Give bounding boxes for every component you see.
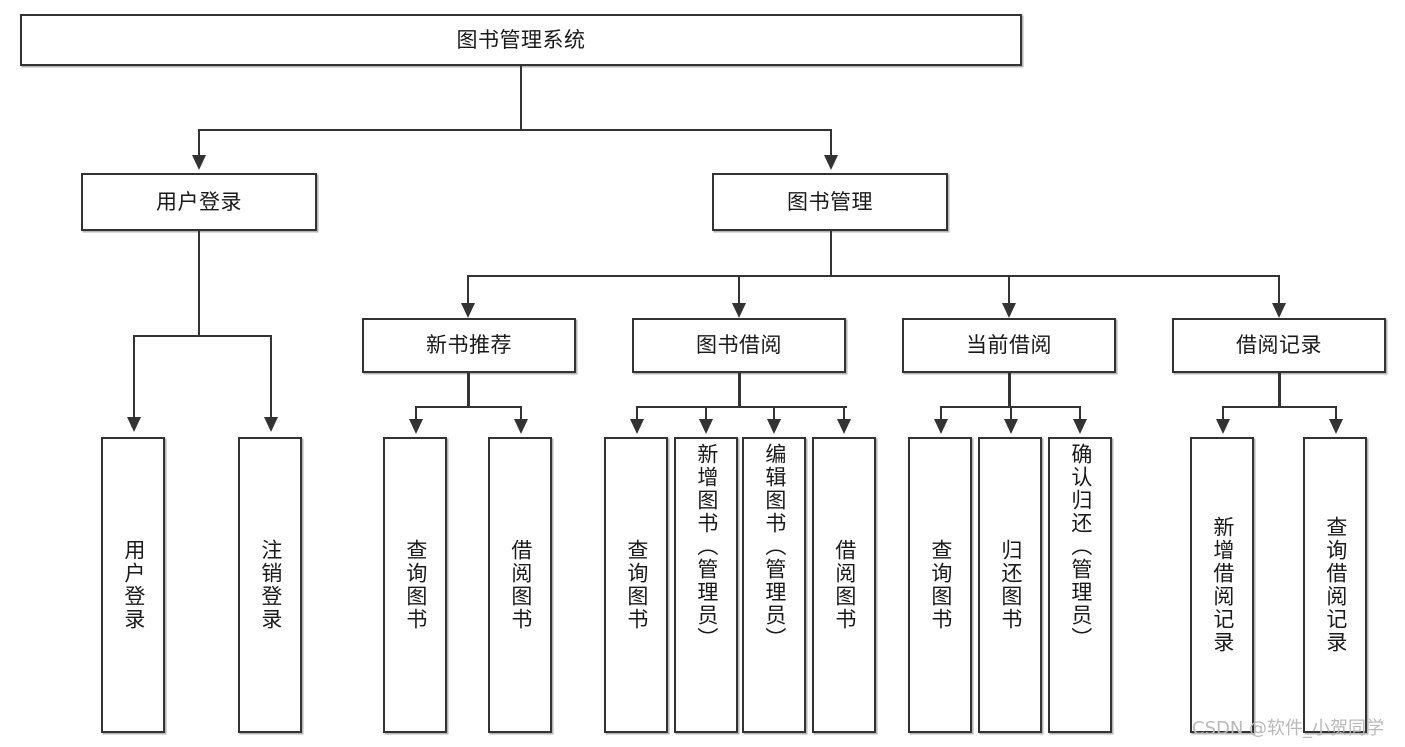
node-new-book-recommend[interactable]: 新书推荐 xyxy=(362,318,576,373)
arrow-book-mgmt-to-l3-1 xyxy=(461,303,475,318)
edge-root-to-user-login xyxy=(198,129,200,157)
edge-current-borrow-to-leaf-1 xyxy=(940,406,942,420)
arrow-book-borrow-to-leaf-4 xyxy=(837,419,851,434)
edge-user-login-bus xyxy=(133,335,272,337)
node-new-book-recommend-label: 新书推荐 xyxy=(426,333,512,358)
arrow-root-to-book-mgmt xyxy=(824,155,838,170)
edge-book-borrow-trunk xyxy=(738,373,741,408)
leaf-borrow-query[interactable]: 查询图书 xyxy=(604,437,668,733)
edge-records-trunk xyxy=(1278,373,1281,408)
node-root[interactable]: 图书管理系统 xyxy=(20,14,1022,66)
node-current-borrow[interactable]: 当前借阅 xyxy=(902,318,1116,373)
leaf-new-book-borrow-label: 借阅图书 xyxy=(508,539,533,631)
leaf-records-add[interactable]: 新增借阅记录 xyxy=(1190,437,1254,733)
leaf-user-login-login[interactable]: 用户登录 xyxy=(101,437,165,733)
leaf-borrow-add-book-admin-label: 新增图书（管理员） xyxy=(694,443,719,650)
leaf-new-book-query-label: 查询图书 xyxy=(403,539,428,631)
edge-book-mgmt-bus xyxy=(467,275,1280,277)
leaf-records-add-label: 新增借阅记录 xyxy=(1210,516,1235,654)
arrow-root-to-user-login xyxy=(192,155,206,170)
arrow-records-to-leaf-1 xyxy=(1216,419,1230,434)
node-book-management[interactable]: 图书管理 xyxy=(712,173,948,231)
edge-book-mgmt-to-l3-1 xyxy=(467,275,469,305)
leaf-current-confirm-return-admin-label: 确认归还（管理员） xyxy=(1068,443,1093,650)
edge-user-login-to-leaf-2 xyxy=(270,335,272,419)
edge-root-trunk xyxy=(520,66,522,130)
edge-new-book-trunk xyxy=(467,373,470,408)
leaf-borrow-edit-book-admin[interactable]: 编辑图书（管理员） xyxy=(742,437,806,733)
edge-book-borrow-to-leaf-2 xyxy=(705,406,707,420)
arrow-book-mgmt-to-l3-4 xyxy=(1272,303,1286,318)
edge-new-book-to-leaf-1 xyxy=(415,406,417,420)
leaf-borrow-borrow-book[interactable]: 借阅图书 xyxy=(812,437,876,733)
leaf-current-query-label: 查询图书 xyxy=(928,539,953,631)
leaf-user-login-logout-label: 注销登录 xyxy=(258,539,283,631)
edge-records-to-leaf-1 xyxy=(1222,406,1224,420)
leaf-current-query[interactable]: 查询图书 xyxy=(908,437,972,733)
leaf-user-login-login-label: 用户登录 xyxy=(121,539,146,631)
edge-book-borrow-to-leaf-1 xyxy=(636,406,638,420)
node-current-borrow-label: 当前借阅 xyxy=(966,333,1052,358)
arrow-new-book-to-leaf-2 xyxy=(514,419,528,434)
edge-new-book-to-leaf-2 xyxy=(520,406,522,420)
leaf-current-confirm-return-admin[interactable]: 确认归还（管理员） xyxy=(1048,437,1112,733)
edge-book-mgmt-to-l3-2 xyxy=(738,275,740,305)
arrow-user-login-to-leaf-2 xyxy=(264,417,278,432)
arrow-book-borrow-to-leaf-1 xyxy=(630,419,644,434)
leaf-current-return-label: 归还图书 xyxy=(998,539,1023,631)
leaf-user-login-logout[interactable]: 注销登录 xyxy=(238,437,302,733)
node-book-borrow-label: 图书借阅 xyxy=(696,333,782,358)
edge-book-mgmt-trunk xyxy=(830,231,832,276)
edge-current-borrow-to-leaf-2 xyxy=(1010,406,1012,420)
node-book-borrow[interactable]: 图书借阅 xyxy=(632,318,846,373)
edge-book-borrow-to-leaf-4 xyxy=(843,406,845,420)
edge-current-borrow-trunk xyxy=(1008,373,1011,408)
arrow-book-borrow-to-leaf-2 xyxy=(699,419,713,434)
node-book-management-label: 图书管理 xyxy=(787,189,873,214)
leaf-records-query[interactable]: 查询借阅记录 xyxy=(1303,437,1367,733)
leaf-records-query-label: 查询借阅记录 xyxy=(1323,516,1348,654)
arrow-book-mgmt-to-l3-3 xyxy=(1002,303,1016,318)
edge-book-borrow-bus xyxy=(636,406,847,408)
node-root-label: 图书管理系统 xyxy=(456,27,586,52)
arrow-current-borrow-to-leaf-3 xyxy=(1073,419,1087,434)
arrow-book-borrow-to-leaf-3 xyxy=(767,419,781,434)
arrow-book-mgmt-to-l3-2 xyxy=(732,303,746,318)
leaf-new-book-query[interactable]: 查询图书 xyxy=(383,437,447,733)
edge-book-mgmt-to-l3-4 xyxy=(1278,275,1280,305)
edge-user-login-trunk xyxy=(198,231,200,336)
leaf-borrow-add-book-admin[interactable]: 新增图书（管理员） xyxy=(674,437,738,733)
arrow-new-book-to-leaf-1 xyxy=(409,419,423,434)
edge-root-bus xyxy=(198,129,832,131)
arrow-user-login-to-leaf-1 xyxy=(127,417,141,432)
node-user-login-label: 用户登录 xyxy=(156,189,242,214)
edge-records-bus xyxy=(1222,406,1337,408)
edge-new-book-bus xyxy=(415,406,522,408)
node-borrow-records[interactable]: 借阅记录 xyxy=(1172,318,1386,373)
edge-current-borrow-to-leaf-3 xyxy=(1079,406,1081,420)
edge-user-login-to-leaf-1 xyxy=(133,335,135,419)
edge-book-borrow-to-leaf-3 xyxy=(773,406,775,420)
leaf-current-return[interactable]: 归还图书 xyxy=(978,437,1042,733)
leaf-new-book-borrow[interactable]: 借阅图书 xyxy=(488,437,552,733)
arrow-records-to-leaf-2 xyxy=(1329,419,1343,434)
node-user-login[interactable]: 用户登录 xyxy=(81,173,317,231)
leaf-borrow-query-label: 查询图书 xyxy=(624,539,649,631)
edge-root-to-book-mgmt xyxy=(830,129,832,157)
leaf-borrow-borrow-book-label: 借阅图书 xyxy=(832,539,857,631)
arrow-current-borrow-to-leaf-1 xyxy=(934,419,948,434)
edge-records-to-leaf-2 xyxy=(1335,406,1337,420)
csdn-watermark: CSDN @软件_小贺同学 xyxy=(1192,718,1385,739)
arrow-current-borrow-to-leaf-2 xyxy=(1004,419,1018,434)
node-borrow-records-label: 借阅记录 xyxy=(1236,333,1322,358)
leaf-borrow-edit-book-admin-label: 编辑图书（管理员） xyxy=(762,443,787,650)
edge-book-mgmt-to-l3-3 xyxy=(1008,275,1010,305)
